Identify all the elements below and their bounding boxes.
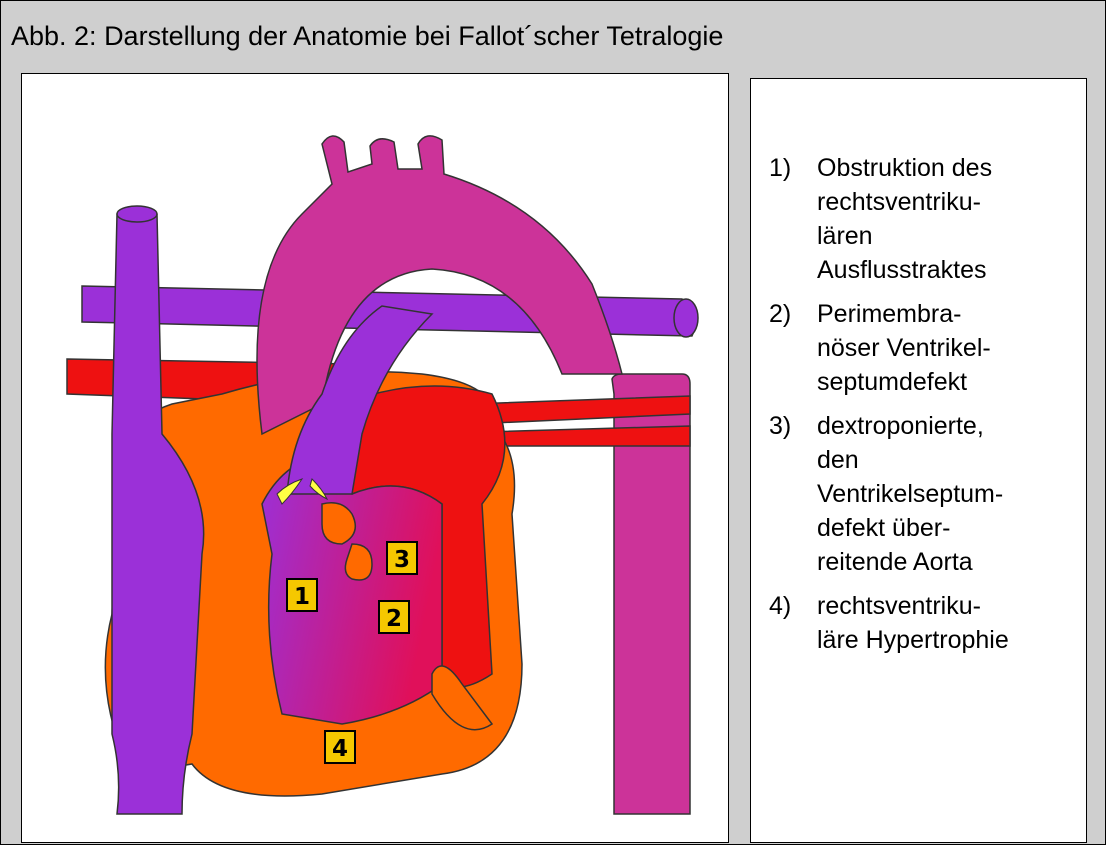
marker-4: 4: [325, 731, 355, 763]
legend-item-line: Ausflusstraktes: [817, 253, 1081, 287]
marker-3: 3: [387, 542, 417, 574]
legend-item-line: dextroponierte,: [817, 409, 1081, 443]
figure-title: Abb. 2: Darstellung der Anatomie bei Fal…: [11, 21, 723, 52]
marker-3-label: 3: [394, 547, 410, 573]
legend-item-text: rechtsventriku-läre Hypertrophie: [817, 589, 1081, 657]
legend-item-line: läre Hypertrophie: [817, 623, 1081, 657]
marker-2-label: 2: [386, 606, 402, 632]
marker-1: 1: [287, 579, 317, 611]
legend-item: 4)rechtsventriku-läre Hypertrophie: [769, 589, 1081, 657]
legend-item-number: 4): [769, 589, 817, 657]
legend-item-line: Obstruktion des: [817, 151, 1081, 185]
marker-2: 2: [379, 601, 409, 633]
legend-item: 2)Perimembra-nöser Ventrikel-septumdefek…: [769, 297, 1081, 399]
legend-item-number: 2): [769, 297, 817, 399]
pulmonary-vein-right-lower: [482, 426, 690, 446]
legend-item-number: 3): [769, 409, 817, 579]
vena-cava-top: [117, 206, 157, 222]
legend-item-line: rechtsventriku-: [817, 185, 1081, 219]
legend-item-line: Perimembra-: [817, 297, 1081, 331]
legend-item-line: reitende Aorta: [817, 545, 1081, 579]
legend-item-text: Perimembra-nöser Ventrikel-septumdefekt: [817, 297, 1081, 399]
heart-illustration-panel: 1 2 3 4: [21, 73, 729, 843]
legend-item-line: rechtsventriku-: [817, 589, 1081, 623]
marker-1-label: 1: [294, 584, 310, 610]
legend-item-line: nöser Ventrikel-: [817, 331, 1081, 365]
legend-item-line: defekt über-: [817, 511, 1081, 545]
legend-item-line: lären: [817, 219, 1081, 253]
heart-anatomy-diagram: 1 2 3 4: [22, 74, 728, 842]
marker-4-label: 4: [332, 736, 348, 762]
legend-item-line: septumdefekt: [817, 365, 1081, 399]
legend-item-number: 1): [769, 151, 817, 287]
pulmonary-artery-end: [674, 299, 698, 337]
legend-item-line: Ventrikelseptum-: [817, 477, 1081, 511]
legend-item-line: den: [817, 443, 1081, 477]
